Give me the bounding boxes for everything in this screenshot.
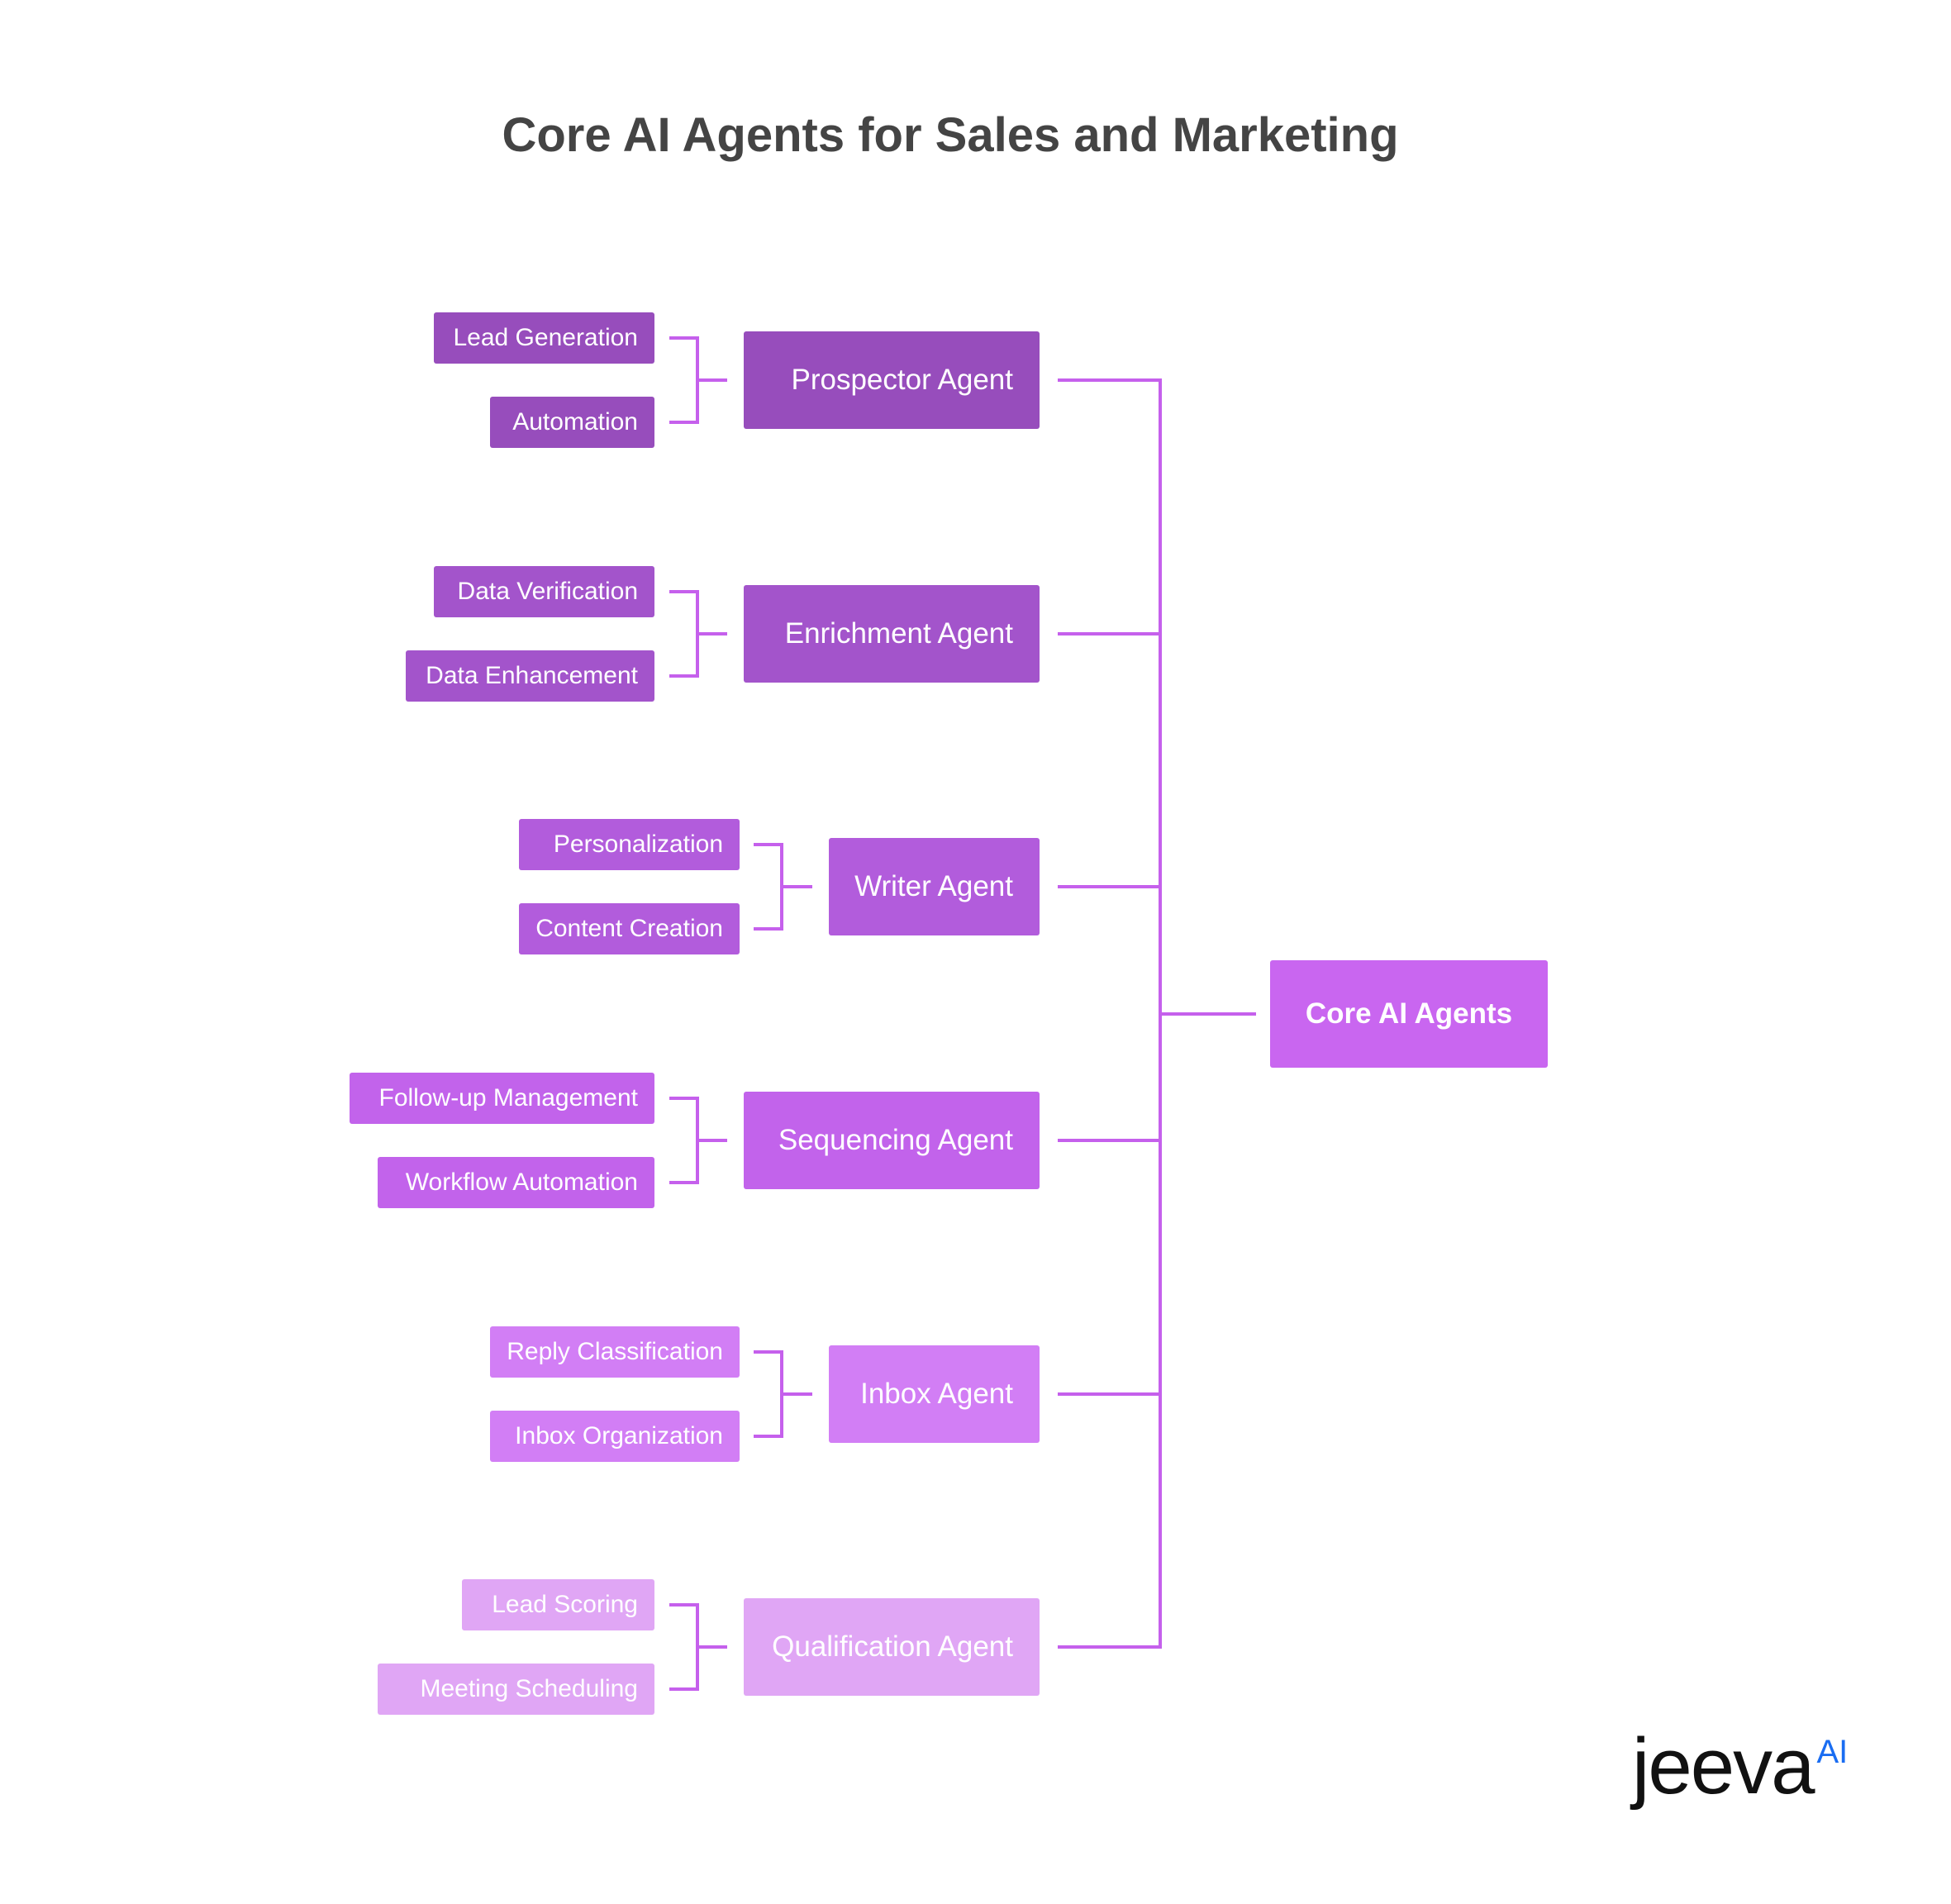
agent-box-qualification: Qualification Agent: [744, 1598, 1040, 1696]
capability-box: Meeting Scheduling: [378, 1664, 654, 1715]
capability-box: Automation: [490, 397, 654, 448]
capability-box: Data Verification: [434, 566, 654, 617]
jeeva-ai-logo: jeeva AI: [1632, 1727, 1848, 1818]
agent-box-prospector: Prospector Agent: [744, 331, 1040, 429]
capability-box: Data Enhancement: [406, 650, 654, 702]
logo-suffix: AI: [1816, 1734, 1849, 1770]
root-node-core-ai-agents: Core AI Agents: [1270, 960, 1548, 1068]
capability-box: Lead Scoring: [462, 1579, 654, 1630]
capability-box: Content Creation: [519, 903, 740, 954]
capability-box: Reply Classification: [490, 1326, 740, 1378]
capability-box: Workflow Automation: [378, 1157, 654, 1208]
capability-box: Follow-up Management: [350, 1073, 654, 1124]
capability-box: Lead Generation: [434, 312, 654, 364]
agent-box-inbox: Inbox Agent: [829, 1345, 1040, 1443]
capability-box: Inbox Organization: [490, 1411, 740, 1462]
agent-box-enrichment: Enrichment Agent: [744, 585, 1040, 683]
logo-wordmark: jeeva: [1632, 1722, 1815, 1811]
agent-box-sequencing: Sequencing Agent: [744, 1092, 1040, 1189]
capability-box: Personalization: [519, 819, 740, 870]
diagram-title: Core AI Agents for Sales and Marketing: [502, 108, 1399, 162]
agent-box-writer: Writer Agent: [829, 838, 1040, 935]
